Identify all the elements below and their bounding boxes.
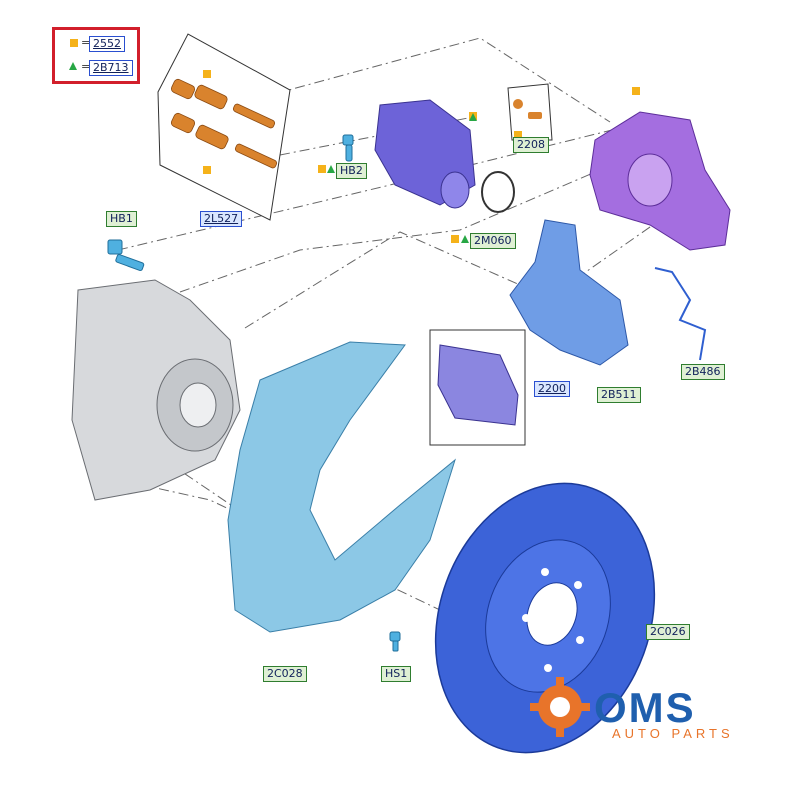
callout-seal[interactable]: 2M060: [470, 233, 516, 249]
square-marker-icon: [451, 235, 459, 243]
square-marker-icon: [632, 87, 640, 95]
seal-ring: [481, 171, 515, 213]
legend-equals: =: [81, 60, 91, 73]
triangle-marker-icon: [327, 165, 335, 173]
legend-triangle-code[interactable]: 2B713: [89, 60, 133, 76]
caliper-bracket: [509, 219, 629, 366]
guide-pin: [195, 124, 229, 150]
guide-pin: [232, 103, 276, 129]
callout-brake-pads[interactable]: 2200: [534, 381, 570, 397]
bolt-hs1: [389, 631, 401, 652]
logo-tagline: AUTO PARTS: [612, 726, 734, 741]
bolt-hb1: [107, 239, 145, 272]
callout-bolt-hb2[interactable]: HB2: [336, 163, 367, 179]
bleeder-kit-group: [507, 83, 553, 141]
guide-pin: [170, 112, 196, 134]
dust-shield: [227, 341, 456, 633]
legend-square-code[interactable]: 2552: [89, 36, 125, 52]
callout-brake-line[interactable]: 2B486: [681, 364, 725, 380]
pin-kit-group: [157, 33, 291, 221]
caliper-motor: [374, 99, 476, 209]
triangle-marker-icon: [461, 235, 469, 243]
callout-caliper-bracket[interactable]: 2B511: [597, 387, 641, 403]
triangle-marker-icon: [69, 62, 77, 70]
callout-bolt-hb1[interactable]: HB1: [106, 211, 137, 227]
square-marker-icon: [70, 39, 78, 47]
brake-caliper: [589, 111, 731, 251]
callout-bolt-hs1[interactable]: HS1: [381, 666, 412, 682]
oms-logo: OMS AUTO PARTS: [532, 678, 762, 748]
legend-box: [52, 27, 140, 84]
callout-bleeder-kit[interactable]: 2208: [513, 137, 549, 153]
square-marker-icon: [318, 165, 326, 173]
brake-pads-group: [429, 329, 526, 446]
logo-name: OMS: [594, 684, 696, 731]
gear-icon: [530, 677, 590, 737]
callout-brake-disc[interactable]: 2C026: [646, 624, 690, 640]
callout-dust-shield[interactable]: 2C028: [263, 666, 307, 682]
guide-pin: [170, 78, 196, 100]
brake-line: [654, 267, 707, 361]
legend-equals: =: [81, 36, 91, 49]
guide-pin: [194, 84, 228, 110]
square-marker-icon: [514, 131, 522, 139]
bolt-hb2: [342, 134, 354, 162]
square-marker-icon: [203, 166, 211, 174]
callout-pin-kit[interactable]: 2L527: [200, 211, 243, 227]
guide-pin: [234, 143, 278, 169]
wheel-hub-knuckle: [71, 279, 241, 501]
brake-disc: [434, 482, 656, 754]
square-marker-icon: [203, 70, 211, 78]
triangle-marker-icon: [469, 113, 477, 121]
